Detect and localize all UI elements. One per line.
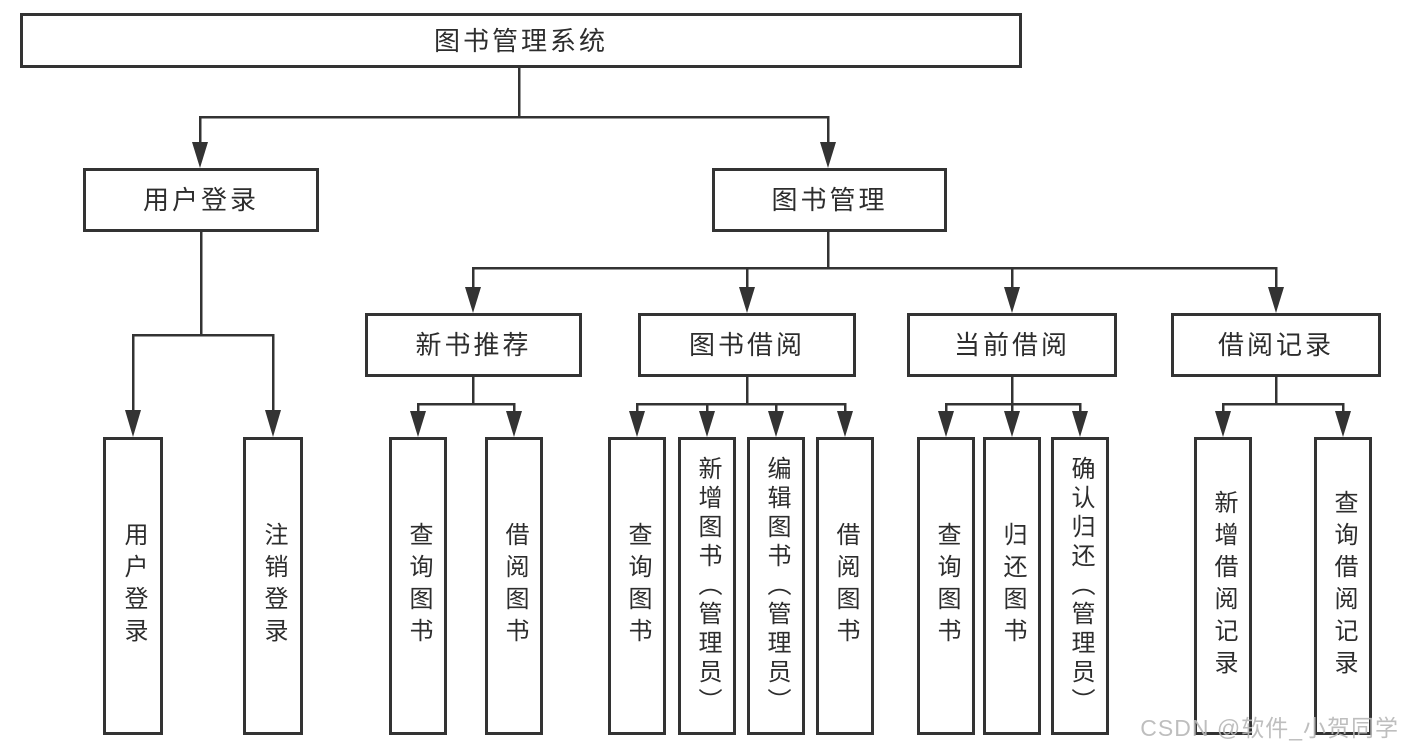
node-confirm-return-admin: 确认归还（管理员）: [1051, 437, 1109, 735]
node-new-book-recommend-label: 新书推荐: [415, 330, 532, 360]
node-user-login-label: 用户登录: [142, 185, 259, 215]
node-return-book: 归还图书: [983, 437, 1041, 735]
node-library-system-label: 图书管理系统: [433, 25, 608, 56]
csdn-watermark: CSDN @软件_小贺同学: [1140, 715, 1399, 741]
node-book-management: 图书管理: [712, 168, 947, 232]
node-library-system: 图书管理系统: [20, 13, 1022, 68]
node-user-login-leaf: 用户登录: [103, 437, 163, 735]
node-borrow-books-leaf: 借阅图书: [816, 437, 874, 735]
node-user-login: 用户登录: [83, 168, 319, 232]
connector-current-borrow-children: [938, 377, 1088, 437]
node-query-books-recommend-label: 查询图书: [405, 522, 432, 650]
node-query-books-recommend: 查询图书: [389, 437, 447, 735]
node-query-books-current: 查询图书: [917, 437, 975, 735]
node-borrow-records-label: 借阅记录: [1217, 330, 1334, 360]
node-edit-book-admin-label: 编辑图书（管理员）: [763, 455, 790, 717]
node-add-book-admin: 新增图书（管理员）: [678, 437, 736, 735]
node-query-borrow-record-label: 查询借阅记录: [1330, 490, 1357, 682]
node-book-borrow: 图书借阅: [638, 313, 856, 377]
connector-book-borrow-children: [629, 377, 853, 437]
node-book-management-label: 图书管理: [771, 185, 888, 215]
node-add-borrow-record-label: 新增借阅记录: [1210, 490, 1237, 682]
connector-user-login-children: [125, 232, 281, 437]
node-confirm-return-admin-label: 确认归还（管理员）: [1067, 455, 1094, 717]
node-book-borrow-label: 图书借阅: [688, 330, 805, 360]
connector-borrow-records-children: [1215, 377, 1351, 437]
node-borrow-books-recommend-label: 借阅图书: [501, 522, 528, 650]
node-borrow-books-recommend: 借阅图书: [485, 437, 543, 735]
node-logout-label: 注销登录: [260, 522, 287, 650]
node-logout: 注销登录: [243, 437, 303, 735]
node-user-login-leaf-label: 用户登录: [120, 522, 147, 650]
node-add-borrow-record: 新增借阅记录: [1194, 437, 1252, 735]
connector-new-book-children: [410, 377, 522, 437]
node-current-borrow-label: 当前借阅: [953, 330, 1070, 360]
node-new-book-recommend: 新书推荐: [365, 313, 582, 377]
node-edit-book-admin: 编辑图书（管理员）: [747, 437, 805, 735]
node-query-books-borrow-label: 查询图书: [624, 522, 651, 650]
node-query-borrow-record: 查询借阅记录: [1314, 437, 1372, 735]
node-current-borrow: 当前借阅: [907, 313, 1117, 377]
node-borrow-books-leaf-label: 借阅图书: [832, 522, 859, 650]
connector-book-mgmt-children: [465, 232, 1284, 313]
node-add-book-admin-label: 新增图书（管理员）: [694, 455, 721, 717]
node-query-books-current-label: 查询图书: [933, 522, 960, 650]
connector-root-to-level2: [192, 66, 836, 168]
node-return-book-label: 归还图书: [999, 522, 1026, 650]
node-query-books-borrow: 查询图书: [608, 437, 666, 735]
node-borrow-records: 借阅记录: [1171, 313, 1381, 377]
